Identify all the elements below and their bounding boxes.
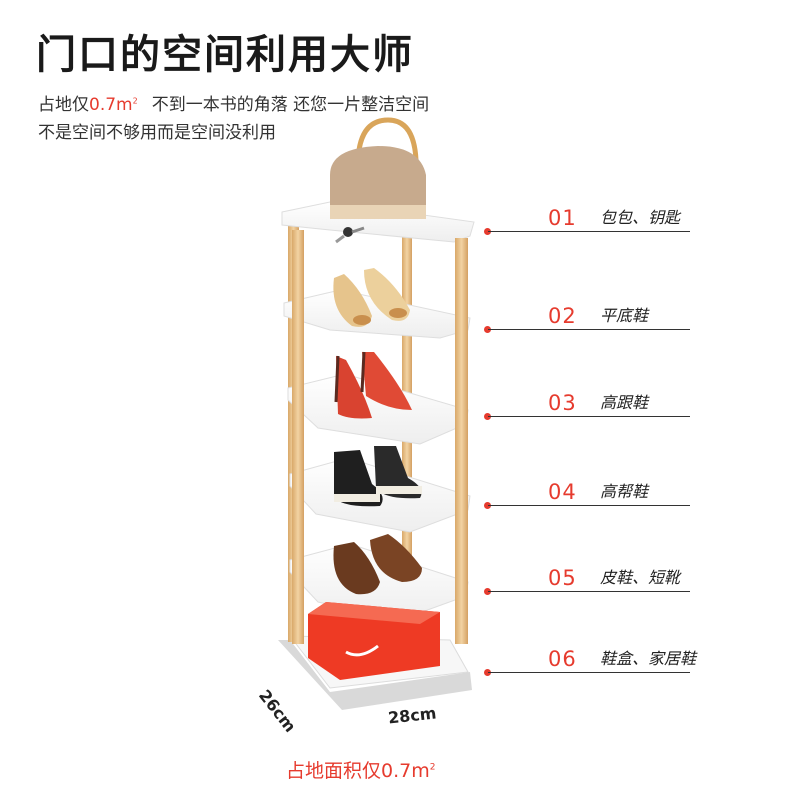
callout-dot (484, 326, 491, 333)
callout-01: 01 包包、钥匙 (484, 202, 690, 235)
callout-number: 03 (548, 391, 577, 415)
high-top-sneakers (334, 446, 422, 507)
callout-number: 04 (548, 480, 577, 504)
callout-03: 03 高跟鞋 (484, 387, 690, 420)
area-value: 0.7m2 (89, 95, 138, 115)
callout-label: 鞋盒、家居鞋 (600, 649, 697, 668)
callout-05: 05 皮鞋、短靴 (484, 562, 690, 595)
callout-06: 06 鞋盒、家居鞋 (484, 643, 696, 676)
handbag (330, 117, 426, 219)
callout-dot (484, 228, 491, 235)
leather-shoes (333, 534, 422, 595)
callout-number: 01 (548, 206, 577, 230)
page-title: 门口的空间利用大师 (36, 32, 414, 78)
callout-number: 05 (548, 566, 577, 590)
callout-dot (484, 502, 491, 509)
callout-number: 02 (548, 304, 577, 328)
callout-dot (484, 588, 491, 595)
callout-label: 高跟鞋 (600, 393, 649, 412)
callout-04: 04 高帮鞋 (484, 476, 690, 509)
keys (335, 226, 365, 244)
callout-dot (484, 669, 491, 676)
subtitle-line-2: 不是空间不够用而是空间没利用 (38, 123, 276, 143)
callout-label: 皮鞋、短靴 (600, 568, 681, 587)
callout-dot (484, 413, 491, 420)
subtitle-rest: 不到一本书的角落 还您一片整洁空间 (151, 95, 430, 115)
subtitle-line-1: 占地仅0.7m2 不到一本书的角落 还您一片整洁空间 (38, 90, 429, 115)
shoe-box (308, 602, 440, 680)
callout-label: 高帮鞋 (600, 482, 649, 501)
subtitle-prefix: 占地仅 (38, 95, 89, 115)
footprint-note: 占地面积仅0.7m2 (286, 760, 436, 782)
back-leg-right (402, 235, 412, 655)
high-heels (334, 351, 412, 419)
callout-number: 06 (548, 647, 577, 671)
front-leg-right (455, 238, 468, 644)
callout-label: 平底鞋 (600, 306, 649, 325)
flat-shoes (333, 268, 410, 327)
shelf-2 (283, 289, 471, 339)
callout-02: 02 平底鞋 (484, 300, 690, 333)
callout-label: 包包、钥匙 (600, 208, 681, 227)
front-leg-left (292, 230, 304, 644)
